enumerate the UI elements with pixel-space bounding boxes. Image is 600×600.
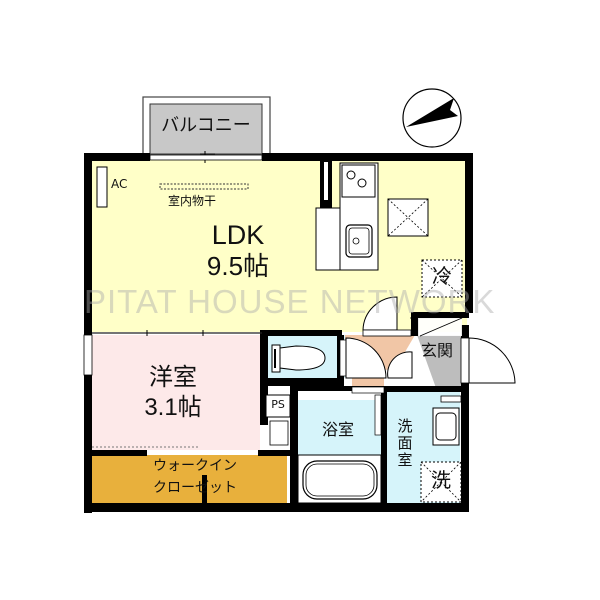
wall-ldk-bottom <box>262 330 342 336</box>
wall-bath-left <box>290 386 298 506</box>
wash-basin <box>432 407 460 446</box>
ps-label: PS <box>271 398 285 411</box>
wall-wash-top <box>384 386 464 392</box>
hall-door-swing <box>387 351 413 379</box>
balcony-label: バルコニー <box>161 115 251 136</box>
wall-fridge-bottom <box>411 312 469 318</box>
ac-label: AC <box>111 177 128 191</box>
toilet-door-gap <box>339 339 347 377</box>
closet-floor <box>92 455 287 503</box>
closet-label-2: クローゼット <box>153 480 237 496</box>
ac-unit <box>96 166 108 208</box>
closet-divider <box>202 475 207 505</box>
washroom-label-2: 面 <box>397 434 413 452</box>
toilet-door-swing <box>345 337 387 379</box>
wall-toilet-bottom <box>262 378 342 386</box>
watermark: PITAT HOUSE NETWORK <box>84 283 496 320</box>
fridge-label: 冷 <box>432 264 452 288</box>
washroom-label-1: 洗 <box>397 417 413 435</box>
ldk-door-swing <box>362 296 398 331</box>
washroom-door <box>351 386 385 394</box>
hall-floor-lower <box>352 378 384 386</box>
entrance-label: 玄関 <box>421 341 454 360</box>
western-room-size: 3.1帖 <box>144 394 202 421</box>
indoor-drying-label: 室内物干 <box>168 194 217 208</box>
wall-entrance-left <box>411 316 419 336</box>
ldk-floor <box>92 160 467 332</box>
washroom-label-3: 室 <box>397 451 413 469</box>
window-left <box>83 334 93 376</box>
kitchen-counter <box>315 207 341 271</box>
north-arrow-icon <box>406 98 458 127</box>
wall-closet-top-right <box>258 450 293 456</box>
bath-label: 浴室 <box>321 420 354 439</box>
ps-box <box>265 394 291 418</box>
toilet-bowl <box>279 345 326 371</box>
entry-door-swing <box>468 337 516 384</box>
entrance-floor <box>417 335 463 388</box>
western-room-floor <box>92 335 260 450</box>
ldk-size: 9.5帖 <box>206 251 270 281</box>
washer-label: 洗 <box>431 468 451 492</box>
burner-icon <box>346 170 356 180</box>
bath-door <box>374 394 382 436</box>
entry-door-gap <box>460 337 470 384</box>
indoor-drying-rod <box>159 183 249 190</box>
wall-closet-top <box>92 450 147 456</box>
closet-label-1: ウォークイン <box>153 458 237 474</box>
wall-right-upper <box>465 153 473 313</box>
wall-right-lower <box>461 388 469 512</box>
burner-icon <box>357 178 367 188</box>
balcony-fill <box>149 103 263 155</box>
wall-bottom <box>84 503 469 512</box>
wall-left <box>84 153 92 513</box>
closet-opening <box>147 451 258 455</box>
wall-top-right <box>262 153 473 161</box>
balcony-window <box>149 154 263 161</box>
wall-toilet-left <box>260 330 268 425</box>
wall-bath-right <box>381 387 387 505</box>
ldk-name: LDK <box>211 220 265 250</box>
wall-top-left <box>84 153 150 161</box>
western-room-name: 洋室 <box>149 363 197 391</box>
wall-bath-top <box>290 386 385 391</box>
